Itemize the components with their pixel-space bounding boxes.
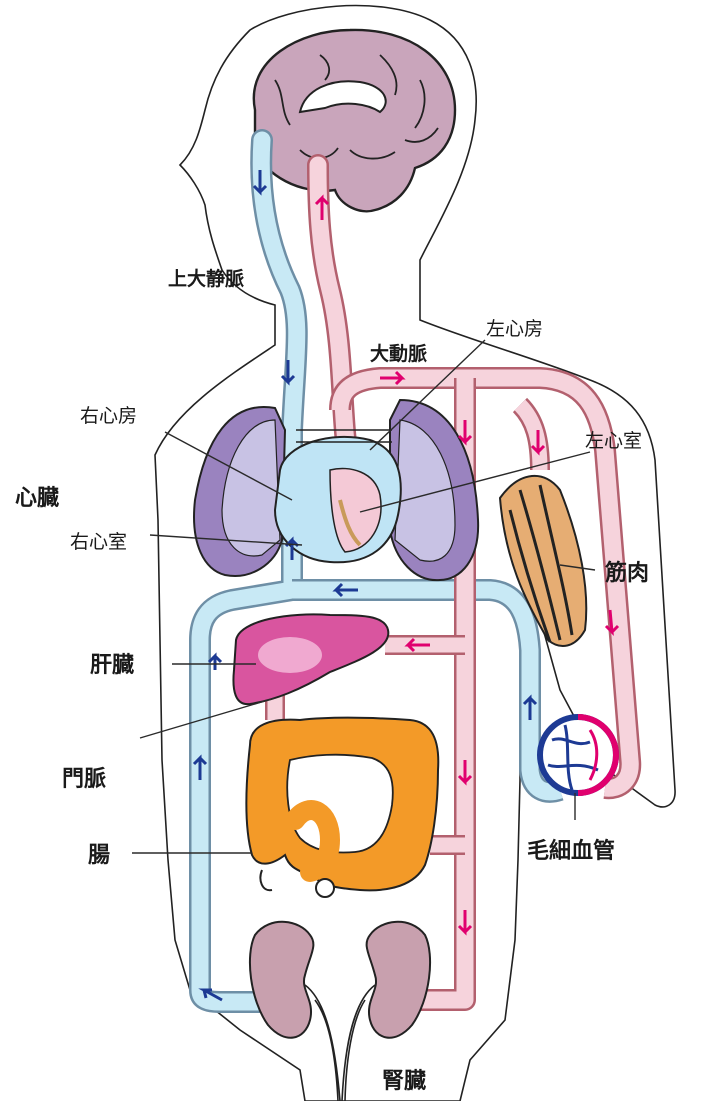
label-portal-vein: 門脈 — [62, 767, 106, 792]
label-right-atrium: 右心房 — [80, 405, 137, 427]
label-superior-vena-cava: 上大静脈 — [168, 267, 244, 290]
liver-highlight — [258, 637, 322, 673]
label-left-ventricle: 左心室 — [585, 430, 642, 452]
label-muscle: 筋肉 — [604, 560, 649, 586]
label-liver: 肝臓 — [90, 653, 134, 678]
label-intestine: 腸 — [88, 843, 110, 868]
label-aorta: 大動脈 — [370, 342, 427, 365]
label-left-atrium: 左心房 — [486, 318, 543, 340]
label-kidney: 腎臓 — [382, 1069, 426, 1094]
capillary-bed-icon — [540, 717, 616, 793]
label-heart: 心臓 — [15, 486, 59, 511]
label-capillaries: 毛細血管 — [527, 838, 615, 864]
label-right-ventricle: 右心室 — [70, 531, 127, 553]
